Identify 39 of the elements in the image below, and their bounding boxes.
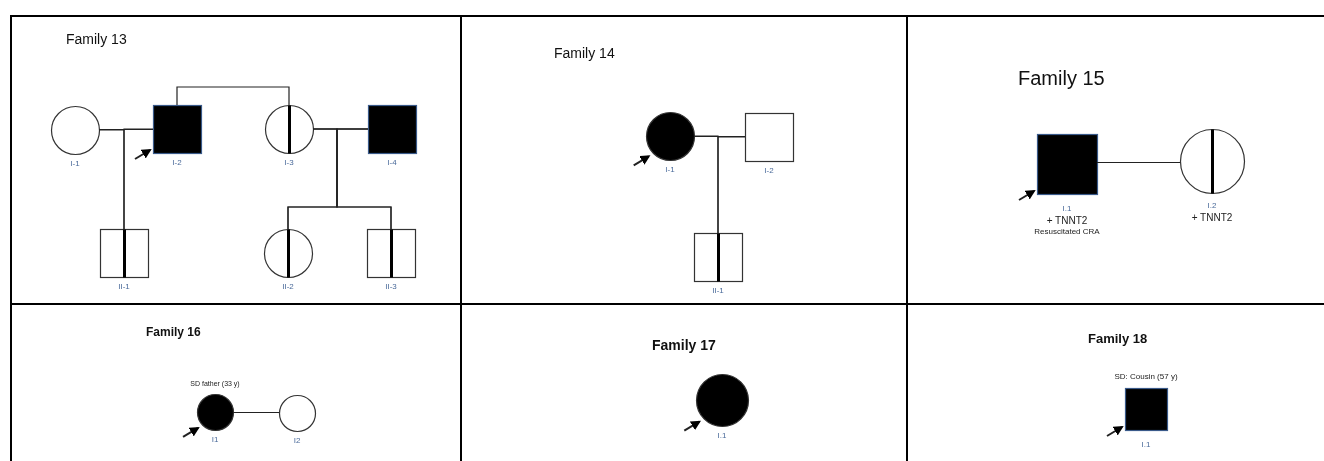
proband-arrow bbox=[1018, 189, 1036, 201]
pedigree-line bbox=[232, 411, 280, 414]
proband-arrow bbox=[683, 420, 701, 432]
annotation-text: + TNNT2 bbox=[1191, 210, 1233, 224]
individual-label: I.1 bbox=[717, 430, 727, 441]
pedigree-line bbox=[336, 128, 392, 230]
individual-label: I1 bbox=[211, 434, 219, 445]
individual-label: I-3 bbox=[284, 157, 294, 168]
individual-label: II-1 bbox=[118, 281, 130, 292]
proband-arrow bbox=[134, 148, 152, 160]
annotation-text: SD: Cousin (57 y) bbox=[1114, 371, 1178, 382]
family-title: Family 18 bbox=[1088, 331, 1148, 346]
individual-label: I.1 bbox=[1062, 203, 1072, 214]
individual-label: I-1 bbox=[70, 158, 80, 169]
proband-arrow bbox=[182, 426, 200, 438]
proband-arrow bbox=[1106, 425, 1124, 437]
family-title: Family 13 bbox=[66, 31, 127, 47]
pedigree-line bbox=[1096, 161, 1181, 164]
annotation-text: Resuscitated CRA bbox=[1034, 226, 1100, 238]
family-panel bbox=[10, 15, 462, 305]
individual-label: I2 bbox=[293, 435, 301, 446]
individual-label: II-3 bbox=[385, 281, 397, 292]
individual-label: I.2 bbox=[1207, 200, 1217, 211]
pedigree-line bbox=[717, 136, 746, 234]
individual-label: I-4 bbox=[387, 157, 397, 168]
individual-label: I-2 bbox=[172, 157, 182, 168]
individual-label: II-1 bbox=[712, 285, 724, 296]
family-title: Family 14 bbox=[554, 45, 615, 61]
pedigree-line bbox=[123, 128, 154, 230]
family-title: Family 17 bbox=[652, 337, 716, 353]
individual-label: II-2 bbox=[282, 281, 294, 292]
annotation-text: + TNNT2 bbox=[1046, 213, 1088, 227]
proband-arrow bbox=[632, 155, 651, 167]
individual-label: I-1 bbox=[665, 164, 675, 175]
individual-label: I.1 bbox=[1141, 439, 1151, 451]
family-title: Family 16 bbox=[146, 325, 201, 339]
family-title: Family 15 bbox=[1018, 67, 1105, 90]
pedigree-line bbox=[176, 86, 290, 106]
individual-label: I-2 bbox=[764, 165, 774, 176]
